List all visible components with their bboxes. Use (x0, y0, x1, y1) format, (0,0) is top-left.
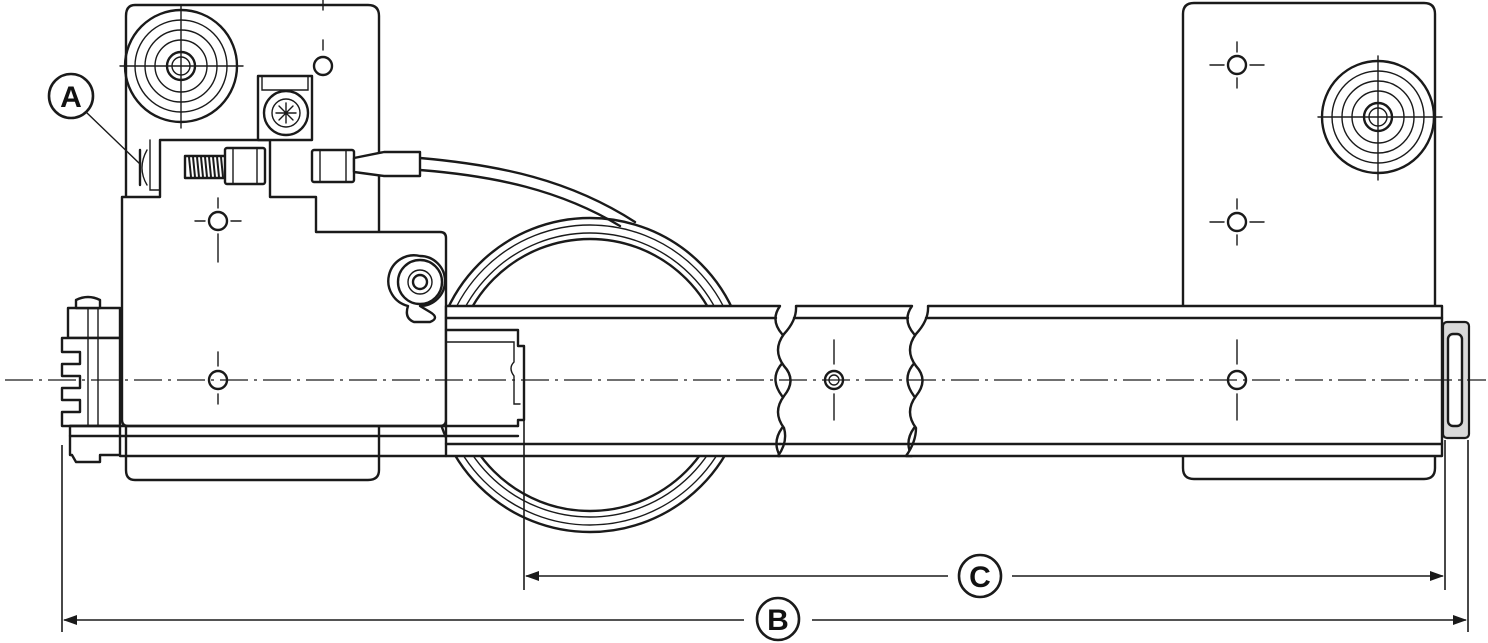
screw-thread (192, 156, 196, 178)
screw-thread (204, 156, 208, 178)
right-plate-hole-top (1209, 41, 1265, 89)
screw-thread (188, 156, 192, 178)
cable (418, 156, 637, 228)
right-roller (1317, 55, 1443, 181)
callout-c-label: C (969, 561, 991, 594)
callout-b-circle (755, 596, 801, 642)
screw-thread (208, 156, 212, 178)
screw-thread (216, 156, 220, 178)
screw-thread (220, 156, 224, 178)
left-roller (119, 4, 244, 129)
rail-profile (444, 304, 1444, 458)
screw-thread (212, 156, 216, 178)
extension-lines (61, 420, 1469, 632)
right-end-stop (1441, 320, 1471, 440)
dimension-b: B (63, 596, 1467, 642)
dimension-c: C (525, 553, 1444, 599)
callout-a-circle (47, 72, 95, 120)
housing-hole-upper (194, 197, 242, 263)
cable-ferrule (310, 148, 422, 184)
callout-a-label: A (60, 81, 82, 114)
screw-thread (196, 156, 200, 178)
callout-c-circle (957, 553, 1003, 599)
callout-a: A (47, 72, 141, 165)
screw-thread (200, 156, 204, 178)
adjuster-screw (183, 146, 267, 186)
callout-b-label: B (767, 604, 789, 637)
left-plate-hole-top (312, 0, 334, 77)
right-plate-hole-bottom (1209, 198, 1265, 246)
guide-pulley (387, 254, 447, 324)
inner-slider (68, 328, 526, 438)
clamp-block (256, 74, 314, 142)
